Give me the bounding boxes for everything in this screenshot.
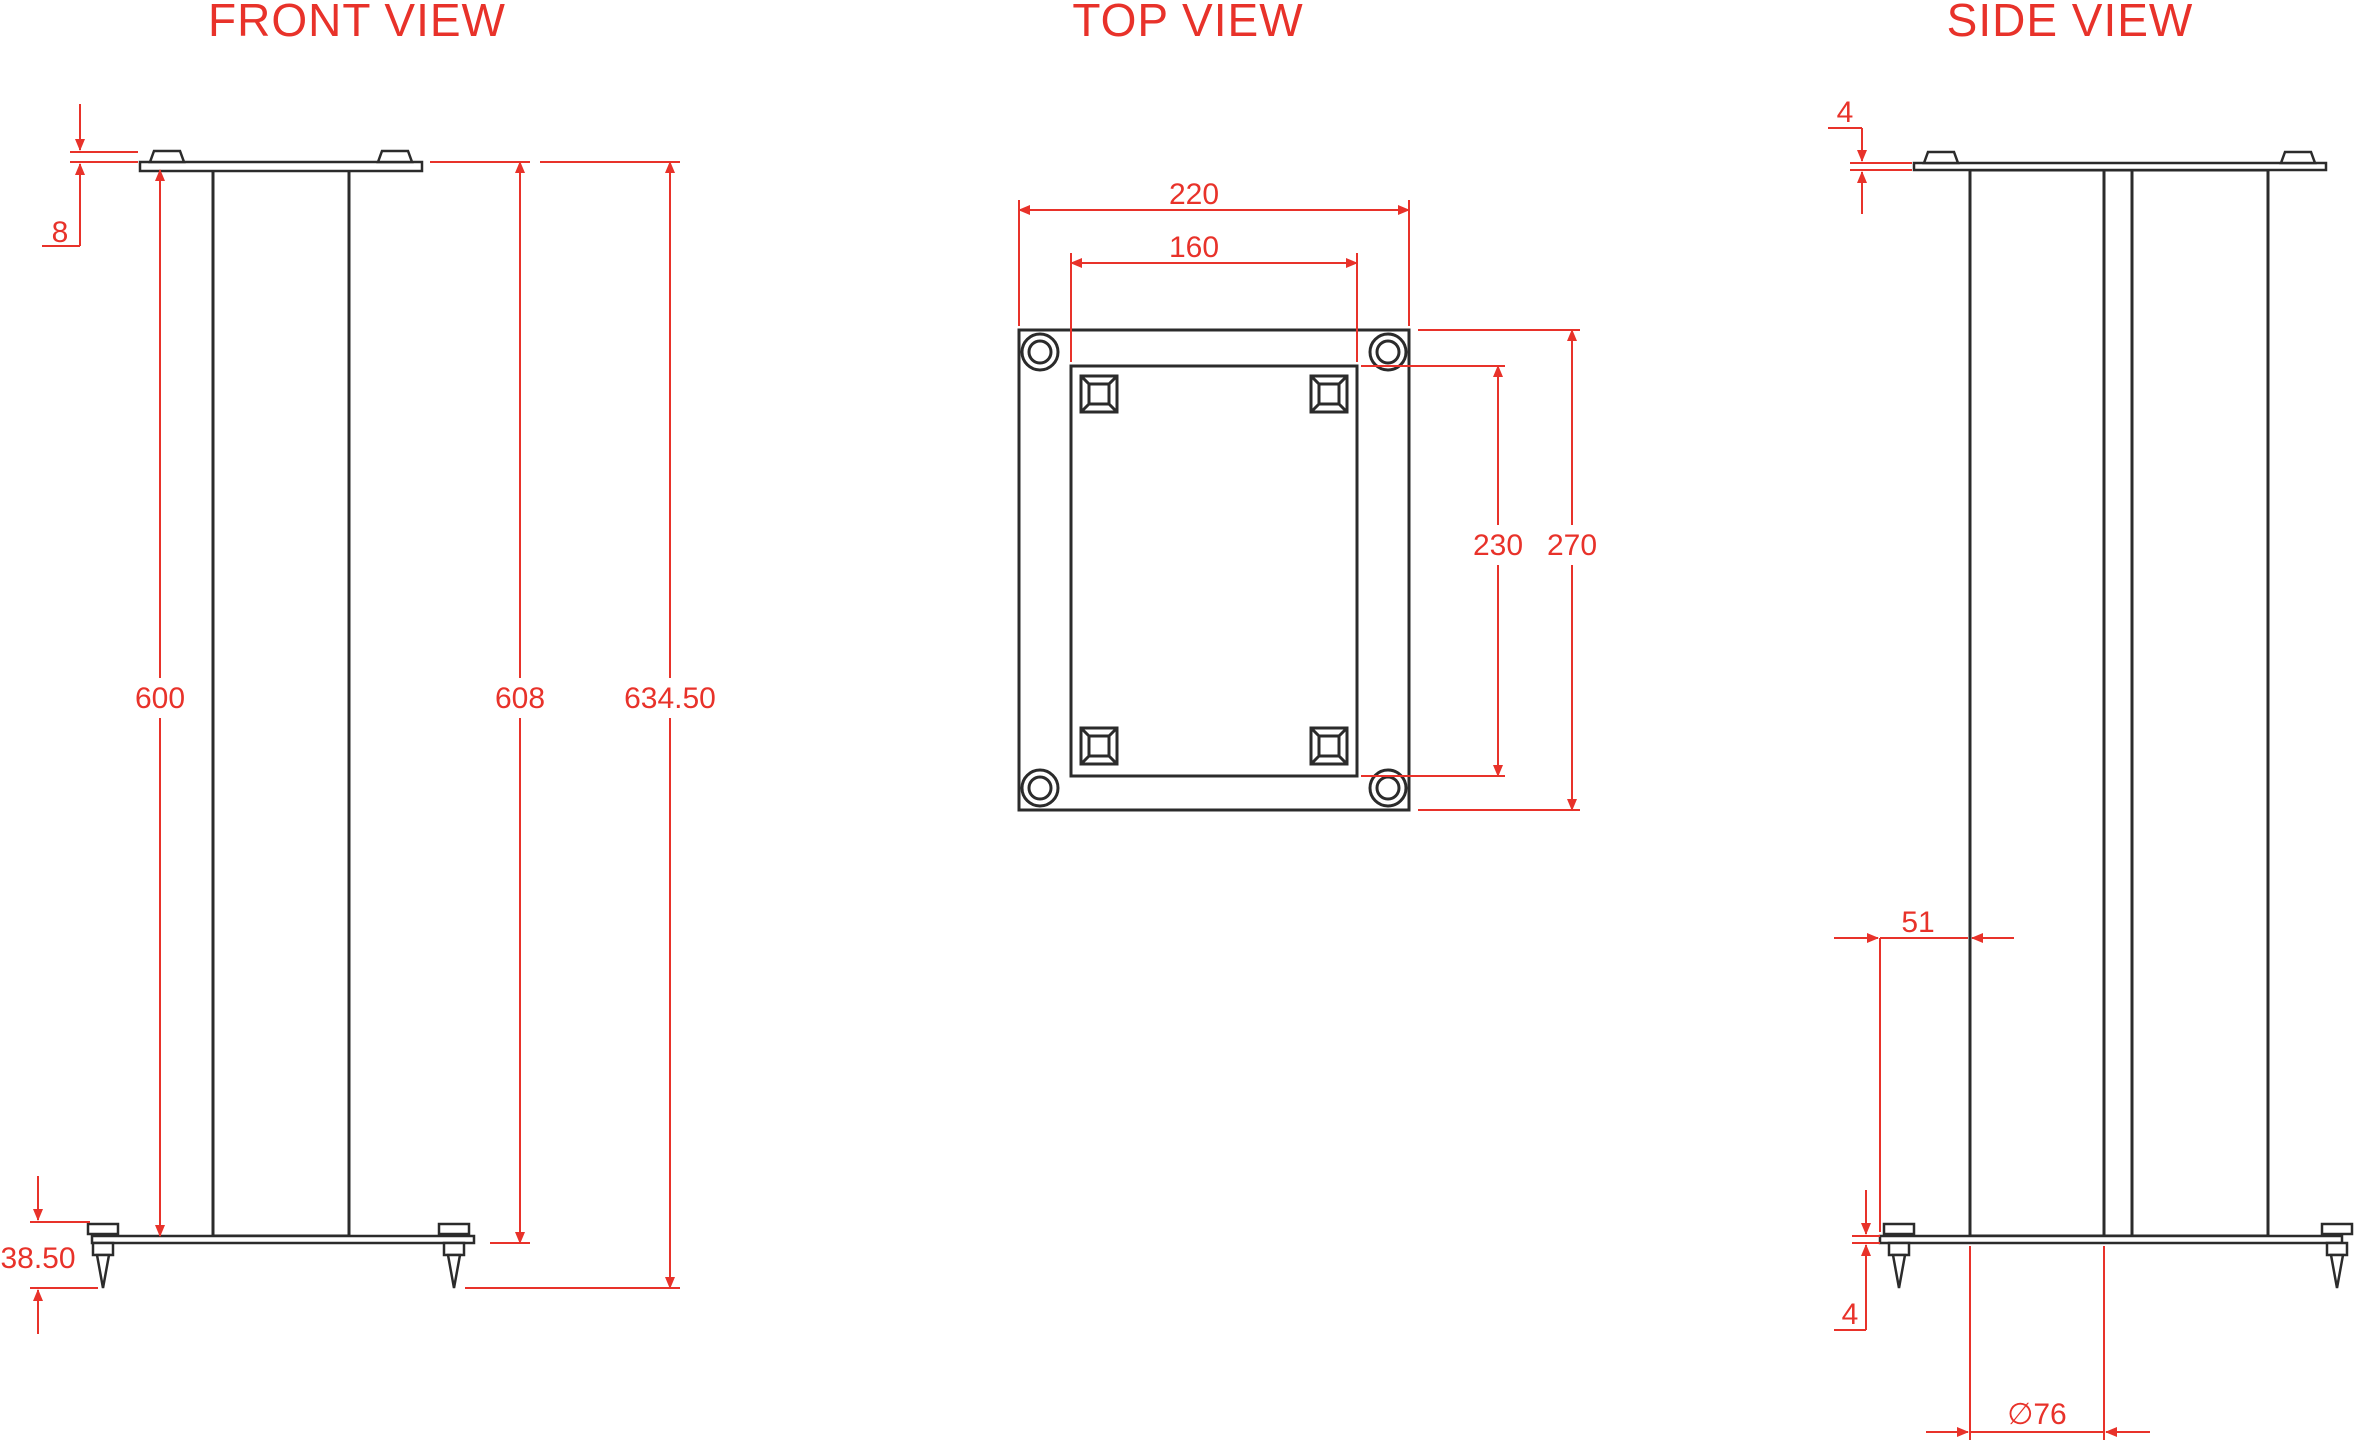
front-top-cup-left — [148, 149, 186, 164]
front-dim-top-plate: 8 — [42, 104, 138, 249]
side-spike-right — [2320, 1222, 2354, 1289]
front-dim-608: 608 — [430, 161, 552, 1244]
front-spike-left — [86, 1222, 120, 1289]
front-dim-column: 600 — [128, 169, 192, 1237]
top-inner-plate — [1069, 364, 1359, 778]
top-dim-220-label: 220 — [1169, 178, 1219, 211]
front-bottom-plate — [90, 1234, 476, 1245]
top-dim-160-label: 160 — [1169, 231, 1219, 264]
front-top-plate — [138, 160, 424, 173]
side-top-cup-left — [1922, 150, 1960, 165]
front-dim-600-label: 600 — [135, 682, 185, 715]
top-dim-inner-depth: 230 — [1361, 365, 1526, 777]
front-dim-8-label: 8 — [52, 216, 69, 249]
side-dim-offset: 51 — [1834, 906, 2014, 1232]
top-dim-outer-width: 220 — [1018, 178, 1410, 326]
top-view-title: TOP VIEW — [1072, 0, 1303, 46]
top-pad-tr — [1309, 374, 1349, 414]
side-dim-top-plate: 4 — [1828, 96, 1912, 214]
top-corner-ring-bl — [1020, 768, 1060, 808]
top-corner-ring-tr — [1368, 332, 1408, 372]
side-view: 4 51 4 ∅76 — [1828, 96, 2354, 1440]
side-top-plate — [1912, 161, 2328, 172]
front-dim-608-label: 608 — [495, 682, 545, 715]
side-top-cup-right — [2279, 150, 2317, 165]
front-dim-38-label: 38.50 — [0, 1242, 75, 1275]
side-dim-51-label: 51 — [1901, 906, 1934, 939]
side-dim-4-bottom-label: 4 — [1842, 1298, 1859, 1331]
side-dim-76-label: ∅76 — [2007, 1398, 2067, 1431]
side-dim-4-top-label: 4 — [1837, 96, 1854, 129]
front-dim-total: 634.50 — [465, 161, 720, 1289]
top-dim-outer-depth: 270 — [1418, 329, 1600, 811]
side-bottom-plate — [1878, 1234, 2344, 1245]
top-dim-270-label: 270 — [1547, 529, 1597, 562]
top-corner-ring-tl — [1020, 332, 1060, 372]
side-dim-diameter: ∅76 — [1926, 1246, 2150, 1440]
front-spike-right — [437, 1222, 471, 1289]
front-column — [211, 168, 351, 1238]
front-view: 8 600 608 634.50 3 — [0, 104, 720, 1334]
top-dim-230-label: 230 — [1473, 529, 1523, 562]
front-dim-spike: 38.50 — [0, 1176, 98, 1334]
top-dim-inner-width: 160 — [1070, 231, 1358, 362]
front-top-cup-right — [376, 149, 414, 164]
side-view-title: SIDE VIEW — [1947, 0, 2194, 46]
front-dim-634-label: 634.50 — [624, 682, 716, 715]
top-view: 220 160 230 270 — [1017, 178, 1600, 812]
top-outer-plate — [1017, 328, 1411, 812]
top-pad-br — [1309, 726, 1349, 766]
side-spike-left — [1882, 1222, 1916, 1289]
top-pad-tl — [1079, 374, 1119, 414]
side-column — [1968, 168, 2270, 1238]
top-pad-bl — [1079, 726, 1119, 766]
front-view-title: FRONT VIEW — [208, 0, 506, 46]
side-dim-bottom-plate: 4 — [1834, 1190, 1880, 1331]
